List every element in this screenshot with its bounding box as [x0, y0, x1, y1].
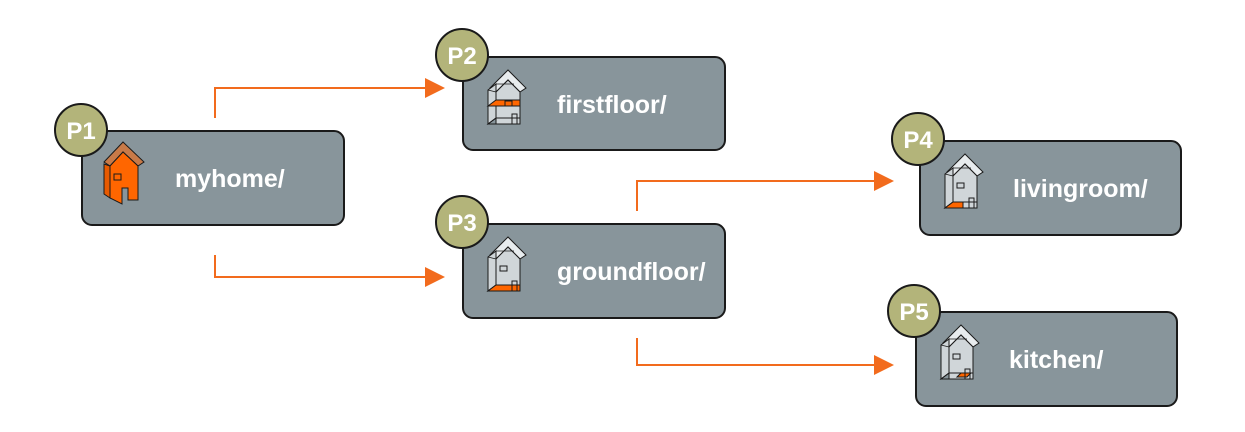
node-myhome[interactable]: myhome/ P1: [54, 103, 345, 226]
house-livingroom-icon: [943, 153, 984, 209]
node-label: kitchen/: [1009, 346, 1104, 374]
node-livingroom[interactable]: livingroom/ P4: [891, 112, 1182, 236]
badge-label: P2: [447, 43, 476, 70]
node-label: firstfloor/: [557, 91, 667, 119]
badge: [54, 103, 108, 157]
node-box[interactable]: [462, 56, 726, 151]
node-label: livingroom/: [1013, 175, 1148, 203]
edge-myhome-firstfloor: [214, 78, 445, 118]
badge-label: P3: [447, 210, 476, 237]
node-box[interactable]: [81, 130, 345, 226]
badge: [435, 195, 489, 249]
node-box[interactable]: [462, 223, 726, 319]
badge: [887, 284, 941, 338]
house-solid-icon: [103, 141, 145, 205]
node-label: myhome/: [175, 165, 285, 193]
badge: [891, 112, 945, 166]
node-box[interactable]: [919, 140, 1182, 236]
badge-label: P5: [899, 299, 928, 326]
badge-label: P4: [903, 127, 933, 154]
house-kitchen-icon: [940, 324, 980, 380]
node-label: groundfloor/: [557, 258, 706, 286]
edge-groundfloor-livingroom: [636, 171, 894, 211]
edge-myhome-groundfloor: [214, 255, 445, 287]
badge-label: P1: [66, 118, 95, 145]
node-kitchen[interactable]: kitchen/ P5: [887, 284, 1178, 407]
edges: [214, 78, 894, 375]
badge: [435, 28, 489, 82]
node-groundfloor[interactable]: groundfloor/ P3: [435, 195, 726, 319]
house-firstfloor-icon: [486, 69, 527, 125]
node-firstfloor[interactable]: firstfloor/ P2: [435, 28, 726, 151]
edge-groundfloor-kitchen: [636, 338, 894, 375]
house-groundfloor-icon: [486, 236, 527, 292]
node-box[interactable]: [915, 311, 1178, 407]
